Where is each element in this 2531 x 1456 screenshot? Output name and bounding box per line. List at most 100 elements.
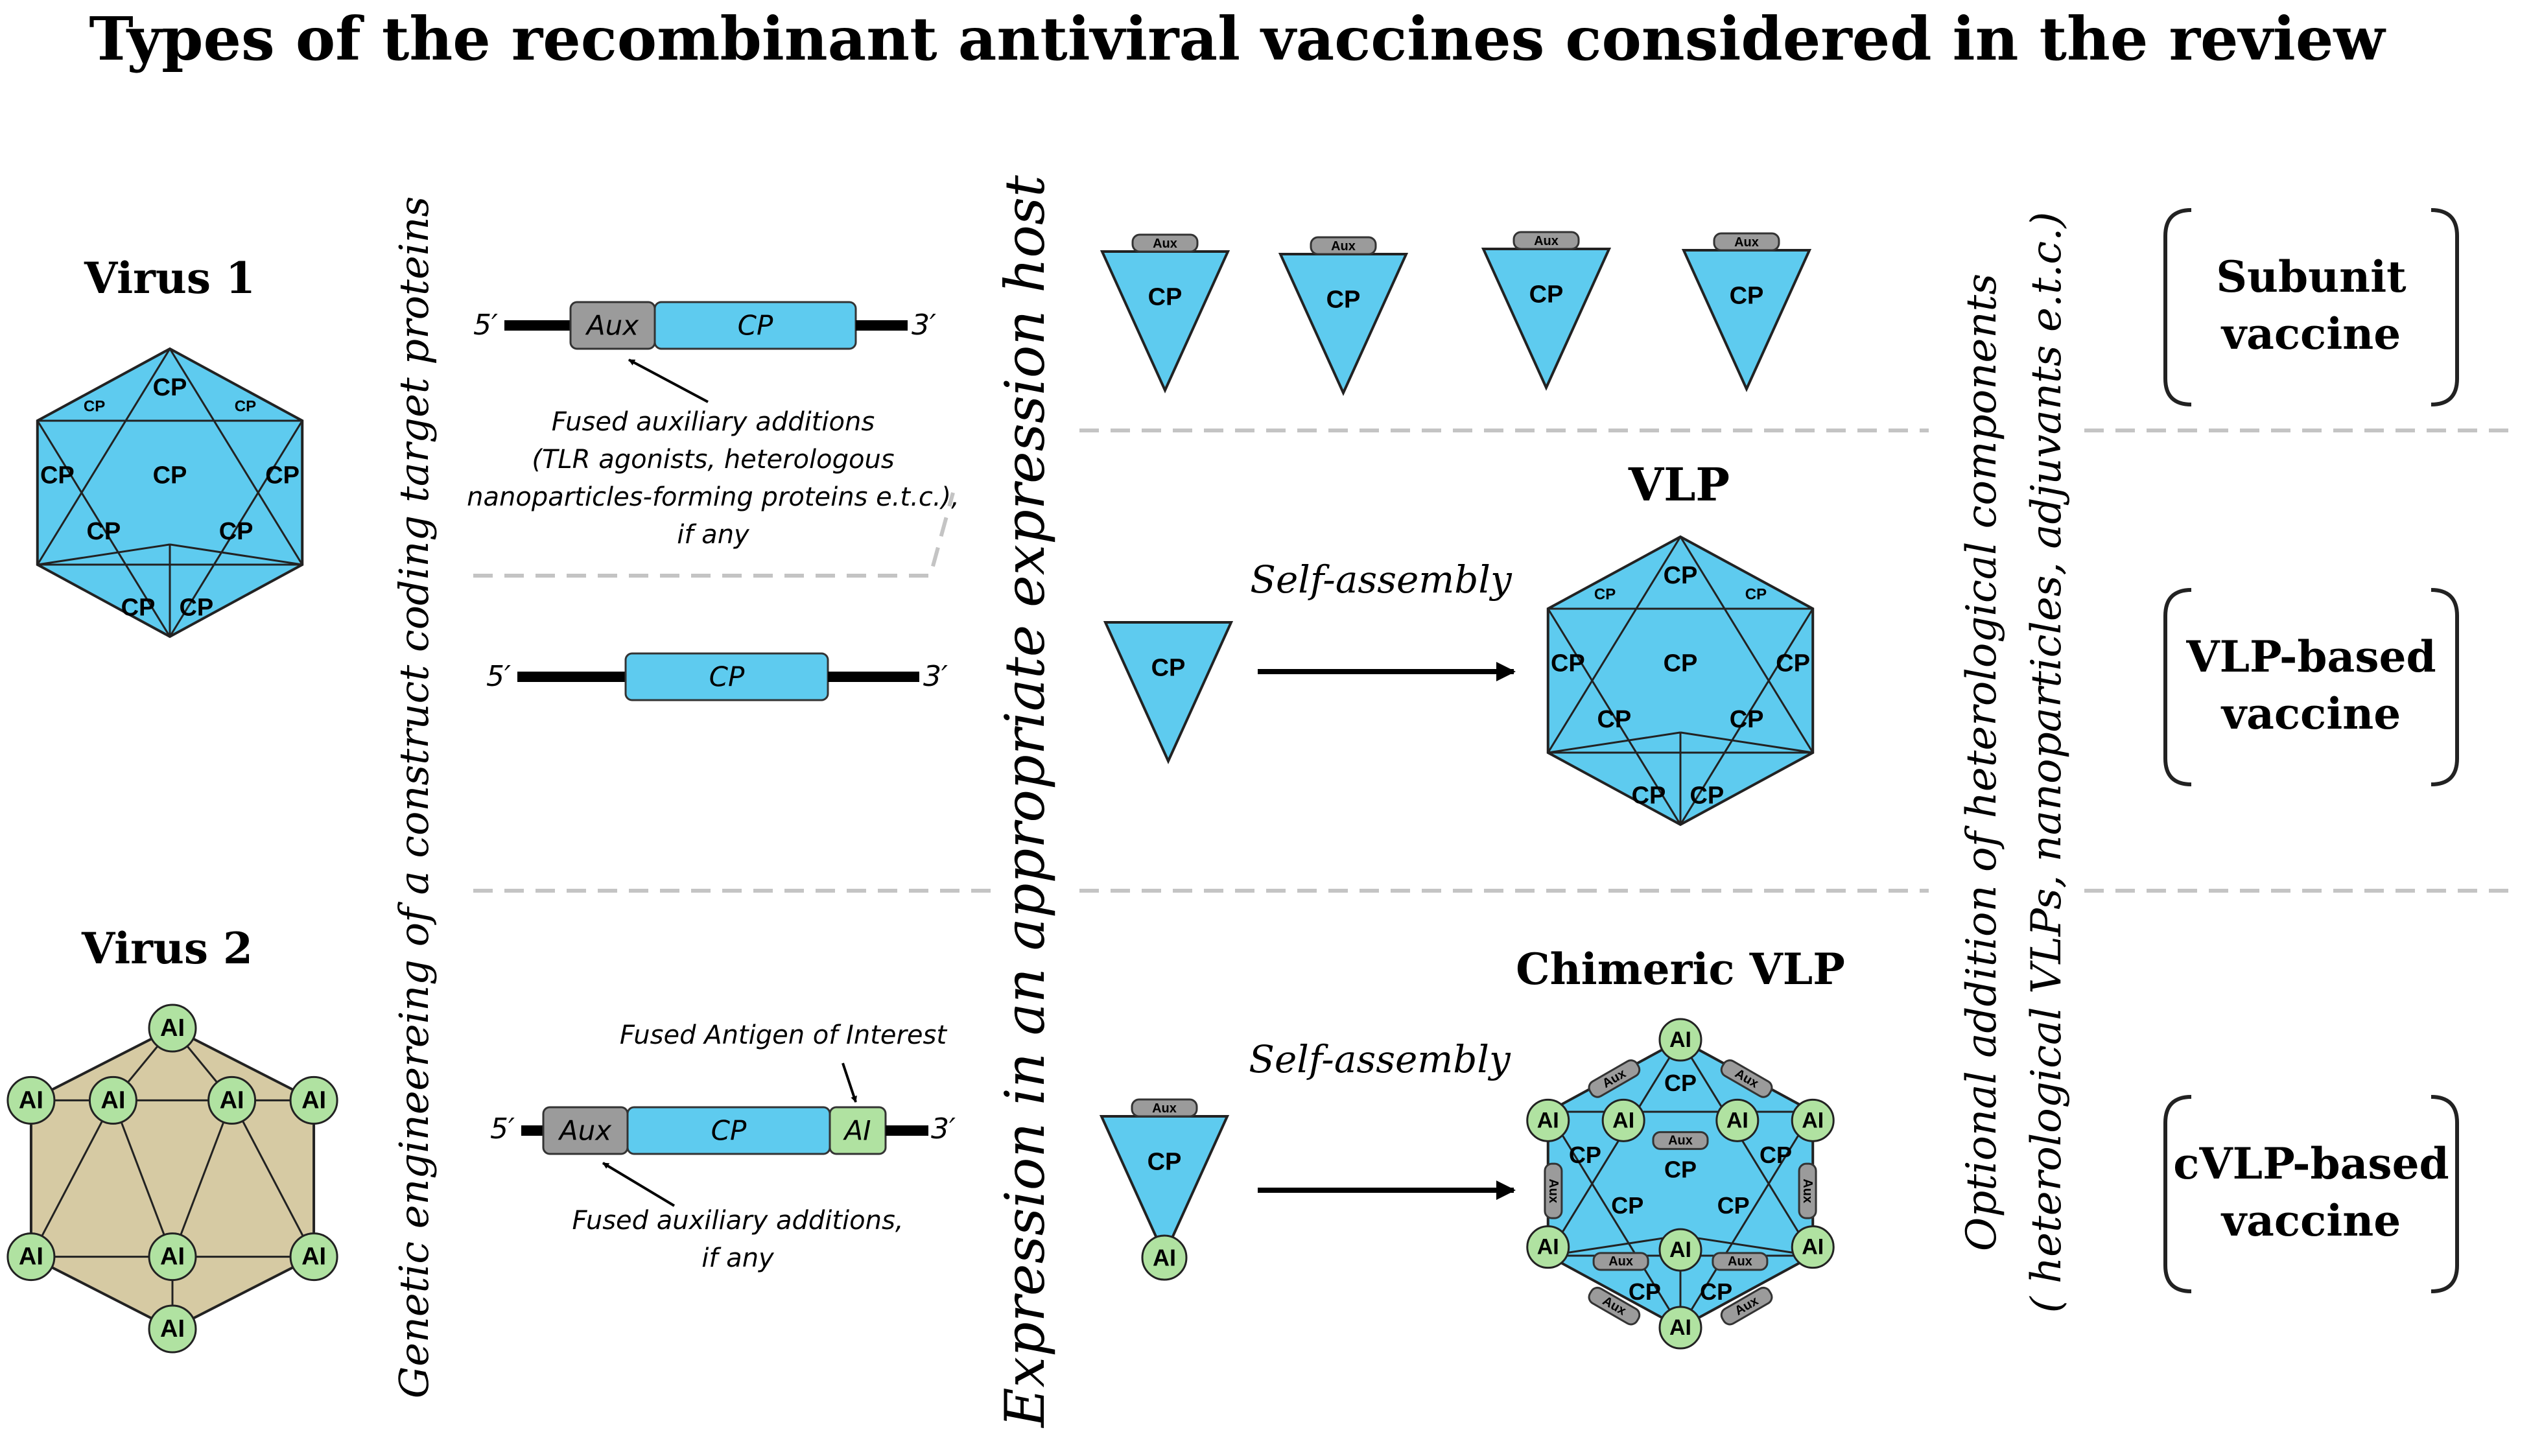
separator-left-top [473, 492, 955, 578]
ai-label: AI [1802, 1235, 1824, 1260]
aux-cap [1131, 1098, 1198, 1118]
expression-host-label: Expression in an appropriate expression … [993, 175, 1057, 1429]
construct2-cp-text: CP [709, 661, 745, 693]
aux-label: Aux [1534, 234, 1559, 248]
ai-label: AI [160, 1243, 185, 1271]
ai-node [1526, 1225, 1570, 1269]
cp-label: CP [1148, 284, 1183, 311]
construct-cp: 5′ CP 3′ [486, 652, 948, 701]
ai-label: AI [100, 1086, 125, 1114]
cp-label: CP [1730, 706, 1764, 733]
aux-cap [1652, 1131, 1709, 1150]
capsid-edge [1679, 608, 1814, 825]
self-assembly-label-1: Self-assembly [1250, 558, 1513, 602]
ai-label: AI [1669, 1027, 1691, 1052]
capsid-edge [1680, 1234, 1813, 1257]
capsid-edge [1547, 608, 1682, 825]
ai-node [1658, 1228, 1702, 1272]
cp-protein [1100, 250, 1230, 393]
cp-label: CP [1664, 562, 1698, 589]
cp-label: CP [121, 594, 156, 622]
ai-label: AI [1612, 1108, 1634, 1133]
aux-short-annotation-arrow [602, 1162, 676, 1207]
virus2-edge [171, 1099, 233, 1258]
virus2-edge [30, 1256, 173, 1330]
ai-node [289, 1232, 338, 1282]
ai-node [1658, 1306, 1702, 1350]
self-assembly-label-2: Self-assembly [1249, 1037, 1511, 1081]
cp-label: CP [1569, 1142, 1601, 1168]
aux-label: Aux [1734, 235, 1759, 250]
aux-label: Aux [1800, 1179, 1815, 1203]
capsid-edge [36, 420, 171, 637]
cp-label: CP [1745, 585, 1767, 603]
construct3-ai-text: AI [842, 1115, 871, 1147]
cp-label: CP [1148, 1149, 1182, 1176]
cp-label: CP [153, 374, 187, 401]
genetic-engineering-label: Genetic engineereing of a construct codi… [390, 196, 438, 1399]
capsid-edge [169, 348, 303, 565]
fused-aux-short-1: Fused auxiliary additions, [572, 1206, 903, 1236]
aux-cap [1513, 231, 1580, 250]
cp-label: CP [1551, 650, 1585, 677]
fused-aux-short-2: if any [701, 1243, 775, 1273]
aux-annotation-arrow [628, 358, 709, 403]
vaccine-name-line1: cVLP-based [2173, 1138, 2449, 1189]
capsid-edge [1548, 1234, 1681, 1257]
figure-title: Types of the recombinant antiviral vacci… [89, 4, 2386, 74]
cp-label: CP [1689, 782, 1724, 810]
left-bracket [2163, 588, 2192, 786]
cp-label: CP [1529, 281, 1564, 309]
optional-addition-examples: ( heterological VLPs, nanoparticles, adj… [2023, 212, 2071, 1313]
construct3-cp-text: CP [711, 1115, 747, 1147]
cp-protein [1278, 253, 1409, 396]
fused-antigen-note: Fused Antigen of Interest [620, 1020, 947, 1050]
ai-node [1141, 1234, 1188, 1281]
optional-addition-label: Optional addition of heterological compo… [1958, 274, 2006, 1251]
aux-cap [1592, 1252, 1649, 1271]
ai-node [6, 1232, 56, 1282]
aux-cap [1720, 1059, 1773, 1098]
capsid-edge [1547, 536, 1682, 753]
construct1-cp-text: CP [738, 310, 773, 342]
virus1-label: Virus 1 [84, 253, 255, 303]
cp-label: CP [179, 594, 213, 622]
cp-label: CP [1760, 1142, 1792, 1168]
cp-label: CP [1632, 782, 1666, 810]
cp-label: CP [1611, 1192, 1643, 1219]
ai-node [207, 1075, 257, 1125]
capsid-edge [1547, 1111, 1682, 1328]
capsid-edge [1548, 731, 1681, 754]
cp-label: CP [153, 462, 187, 489]
right-bracket [2431, 1095, 2459, 1293]
cp-protein [1103, 621, 1234, 764]
right-bracket [2431, 208, 2459, 406]
cp-label: CP [219, 518, 253, 545]
ai-label: AI [1726, 1108, 1748, 1133]
ai-label: AI [1537, 1108, 1559, 1133]
construct1-5prime: 5′ [473, 309, 498, 342]
aux-cap [1712, 1252, 1769, 1271]
vaccine-name-line2: vaccine [2220, 688, 2401, 739]
aux-label: Aux [1331, 239, 1356, 253]
capsid-edge [169, 543, 303, 566]
cp-label: CP [84, 397, 105, 415]
capsid-edge [169, 420, 303, 637]
cp-label: CP [1717, 1192, 1750, 1219]
ai-label: AI [1537, 1235, 1559, 1260]
fused-aux-note-3: nanoparticles-forming proteins e.t.c.), [467, 482, 959, 512]
ai-label: AI [301, 1086, 326, 1114]
cp-label: CP [235, 397, 256, 415]
ai-label: AI [301, 1243, 326, 1271]
aux-label: Aux [1668, 1133, 1693, 1147]
